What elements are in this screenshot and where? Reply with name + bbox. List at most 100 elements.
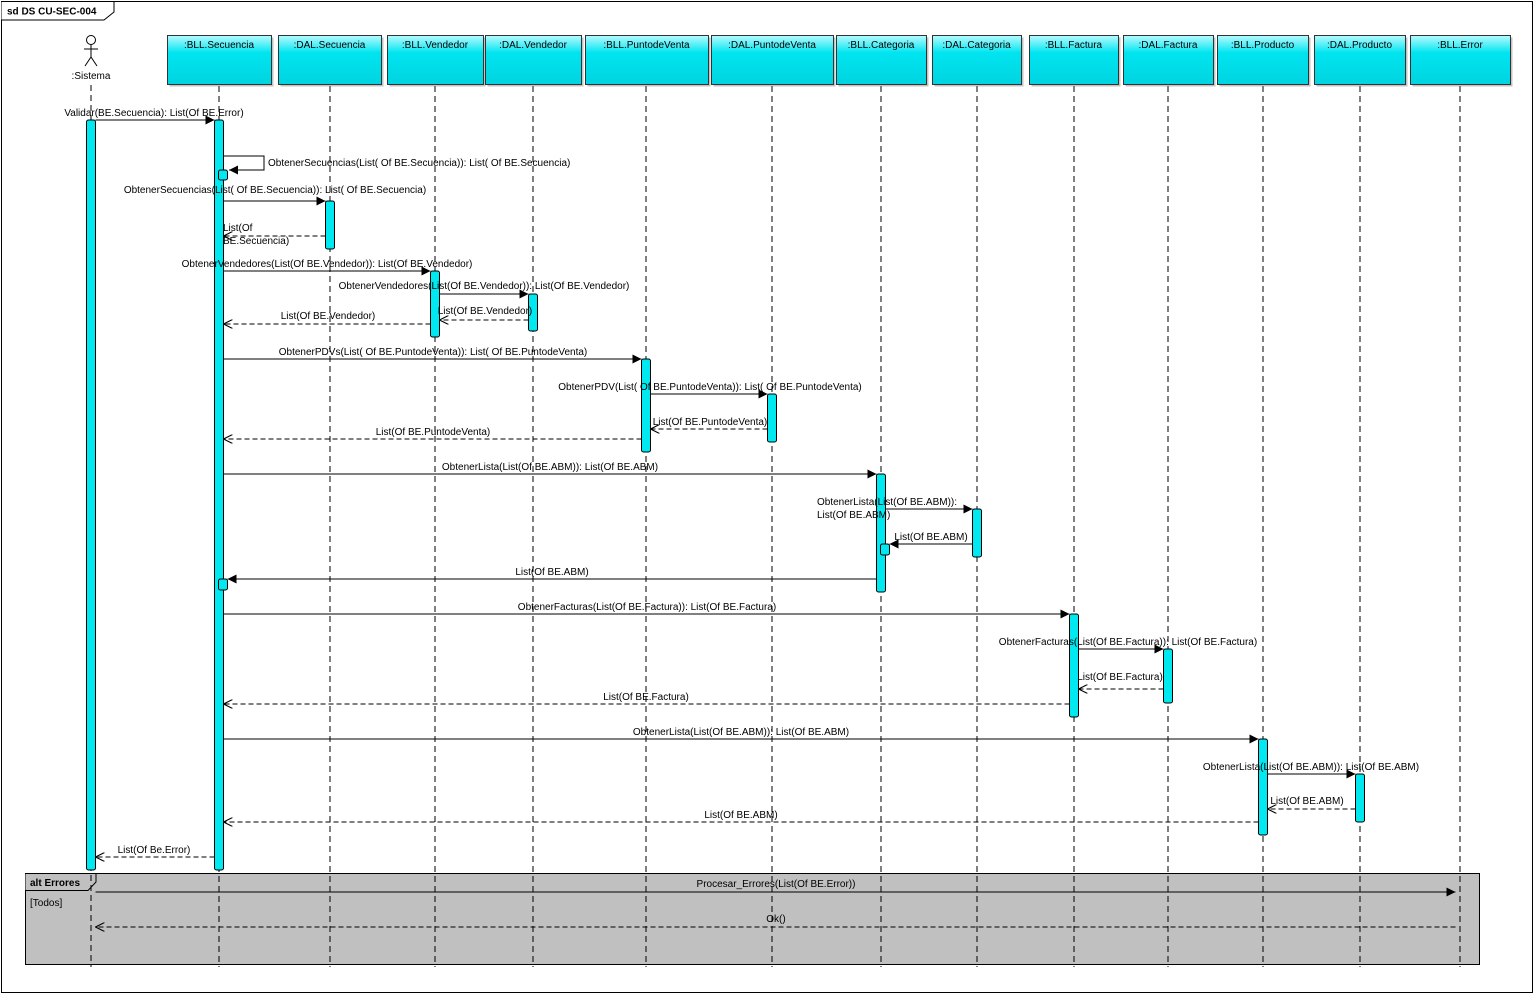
activation-bar-bll-vendedor: [430, 270, 440, 338]
lifeline-header-bll-factura: :BLL.Factura: [1029, 35, 1121, 87]
message-label: Procesar_Errores(List(Of BE.Error)): [697, 879, 856, 890]
message-label: ObtenerLista(List(Of BE.ABM)): List(Of B…: [442, 462, 658, 473]
activation-bar-dal-vendedor: [528, 293, 538, 332]
lifeline-header-box: [932, 35, 1022, 85]
actor-label: :Sistema: [72, 71, 111, 82]
message-17-call: ObtenerFacturas(List(Of BE.Factura)): Li…: [223, 602, 1070, 619]
message-label: ObtenerVendedores(List(Of BE.Vendedor)):…: [339, 281, 630, 292]
message-14-call: ObtenerLista(List(Of BE.ABM)): List(Of BE…: [817, 497, 973, 521]
message-label: List(Of BE.ABM): [894, 532, 967, 543]
lifeline-header-box: [1029, 35, 1119, 85]
message-11-return: List(Of BE.PuntodeVenta): [651, 417, 768, 429]
message-2-self: ObtenerSecuencias(List( Of BE.Secuencia)…: [224, 155, 570, 175]
lifeline-header-box: [1123, 35, 1214, 85]
message-15-reply: List(Of BE.ABM): [889, 532, 973, 549]
message-22-call: ObtenerLista(List(Of BE.ABM)): List(Of B…: [1203, 762, 1419, 779]
activation-bar-bll-secuencia: [218, 578, 228, 591]
message-23-return: List(Of BE.ABM): [1268, 796, 1356, 809]
activation-bar-dal-puntodeventa: [767, 393, 777, 443]
message-label: BE.Secuencia): [223, 236, 289, 247]
lifeline-header-label: :DAL.Secuencia: [294, 40, 366, 51]
lifeline-header-label: :BLL.PuntodeVenta: [603, 40, 690, 51]
lifeline-header-label: :BLL.Factura: [1045, 40, 1103, 51]
lifeline-header-bll-producto: :BLL.Producto: [1217, 35, 1311, 87]
message-label: ObtenerSecuencias(List( Of BE.Secuencia)…: [268, 158, 570, 169]
message-21-call: ObtenerLista(List(Of BE.ABM)): List(Of B…: [223, 727, 1259, 744]
message-label: ObtenerSecuencias(List( Of BE.Secuencia)…: [124, 185, 426, 196]
lifeline-header-box: [836, 35, 927, 85]
lifeline-header-bll-error: :BLL.Error: [1410, 35, 1513, 87]
message-label: ObtenerLista(List(Of BE.ABM)):: [817, 497, 957, 508]
lifeline-header-box: [585, 35, 709, 85]
frame-title-tab: [1, 1, 115, 21]
lifeline-header-box: [387, 35, 484, 85]
lifeline-header-label: :BLL.Producto: [1231, 40, 1295, 51]
message-label: List(Of BE.PuntodeVenta): [376, 427, 491, 438]
lifeline-header-label: :BLL.Vendedor: [402, 40, 469, 51]
activation-bar-bll-secuencia: [214, 119, 224, 871]
message-label: ObtenerFacturas(List(Of BE.Factura)): Li…: [518, 602, 776, 613]
actor-stick-figure-icon: [84, 35, 98, 67]
message-label: ObtenerPDVs(List( Of BE.PuntodeVenta)): …: [279, 347, 588, 358]
message-10-call: ObtenerPDV(List( Of BE.PuntodeVenta)): L…: [558, 382, 862, 399]
activation-bar-dal-categoria: [972, 508, 982, 558]
message-label: List(Of BE.Factura): [1077, 672, 1163, 683]
lifeline-header-box: [485, 35, 582, 85]
message-6-call: ObtenerVendedores(List(Of BE.Vendedor)):…: [339, 281, 630, 299]
message-5-call: ObtenerVendedores(List(Of BE.Vendedor)):…: [182, 259, 472, 276]
message-label: Validar(BE.Secuencia): List(Of BE.Error): [64, 108, 243, 119]
lifeline-header-box: [278, 35, 382, 85]
lifeline-headers: :BLL.Secuencia :DAL.Secuencia :BLL.Vendedo…: [72, 35, 1513, 87]
message-8-return: List(Of BE.Vendedor): [224, 311, 431, 324]
activation-bar-sistema: [86, 119, 96, 871]
message-24-return: List(Of BE.ABM): [224, 810, 1259, 822]
lifeline-header-label: :DAL.Producto: [1327, 40, 1392, 51]
message-label: List(Of BE.ABM): [704, 810, 777, 821]
message-label-bg: [267, 157, 268, 169]
activation-bar-dal-secuencia: [325, 200, 335, 250]
message-label: Ok(): [766, 914, 785, 925]
message-18-call: ObtenerFacturas(List(Of BE.Factura)): Li…: [999, 637, 1257, 654]
lifeline-header-dal-vendedor: :DAL.Vendedor: [485, 35, 584, 87]
lifeline-header-label: :BLL.Error: [1437, 40, 1483, 51]
message-25-return: List(Of Be.Error): [96, 845, 215, 857]
message-arrow: [224, 155, 265, 175]
message-19-return: List(Of BE.Factura): [1077, 672, 1164, 689]
message-13-call: ObtenerLista(List(Of BE.ABM)): List(Of B…: [223, 462, 877, 479]
lifeline-header-bll-secuencia: :BLL.Secuencia: [167, 35, 274, 87]
alt-fragment-guard: [Todos]: [30, 898, 62, 909]
lifeline-header-box: [1217, 35, 1309, 85]
lifeline-header-label: :BLL.Secuencia: [184, 40, 254, 51]
lifeline-header-label: :DAL.Categoria: [942, 40, 1011, 51]
alt-fragment-tab: [25, 873, 97, 891]
messages: Validar(BE.Secuencia): List(Of BE.Error)…: [64, 108, 1456, 927]
message-20-return: List(Of BE.Factura): [224, 692, 1070, 704]
alt-fragment-box: [25, 873, 1480, 965]
lifeline-header-box: [1314, 35, 1406, 85]
lifeline-header-dal-producto: :DAL.Producto: [1314, 35, 1408, 87]
lifeline-header-box: [711, 35, 834, 85]
lifeline-header-bll-categoria: :BLL.Categoria: [836, 35, 929, 87]
lifelines: [90, 85, 1461, 967]
message-1-call: Validar(BE.Secuencia): List(Of BE.Error): [64, 108, 244, 125]
message-label: List(Of BE.Vendedor): [438, 306, 533, 317]
activation-bar-dal-factura: [1163, 648, 1173, 704]
alt-fragment: alt Errores[Todos]: [25, 873, 1480, 965]
lifeline-header-dal-puntodeventa: :DAL.PuntodeVenta: [711, 35, 836, 87]
lifeline-header-dal-categoria: :DAL.Categoria: [932, 35, 1024, 87]
frame-title: sd DS CU-SEC-004: [7, 7, 97, 18]
lifeline-header-dal-secuencia: :DAL.Secuencia: [278, 35, 384, 87]
message-label: List(Of: [223, 223, 253, 234]
message-label: List(Of BE.Vendedor): [281, 311, 376, 322]
activation-bar-bll-puntodeventa: [641, 358, 651, 453]
message-9-call: ObtenerPDVs(List( Of BE.PuntodeVenta)): …: [223, 347, 642, 364]
lifeline-header-label: :BLL.Categoria: [848, 40, 915, 51]
activation-bar-bll-categoria: [880, 543, 890, 556]
message-label: List(Of Be.Error): [118, 845, 191, 856]
lifeline-header-label: :DAL.Factura: [1139, 40, 1198, 51]
message-label: List(Of BE.ABM): [1270, 796, 1343, 807]
message-label: List(Of BE.ABM): [817, 510, 890, 521]
